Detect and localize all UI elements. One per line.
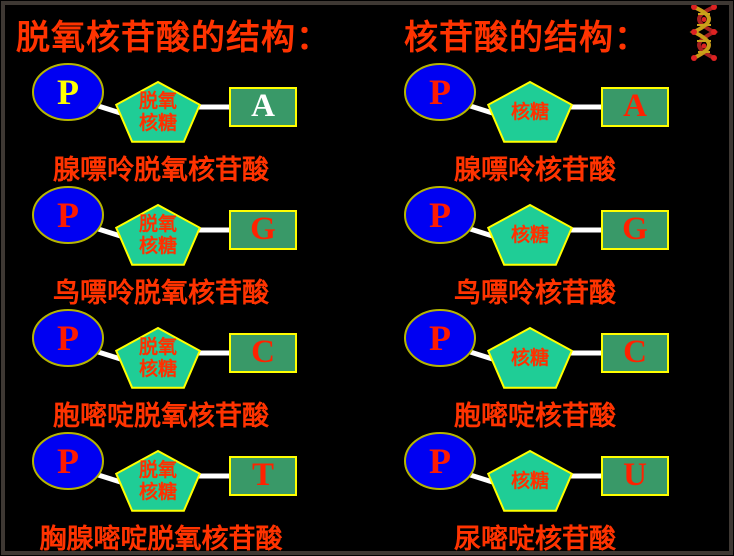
phosphate-label: P — [429, 195, 451, 235]
nucleotide-unit-rc: P 核糖 C 胞嘧啶核苷酸 — [400, 306, 730, 431]
nucleotide-caption: 胞嘧啶核苷酸 — [454, 401, 616, 431]
sugar-label: 核糖 — [510, 102, 549, 124]
nucleotide-unit-dc: P 脱氧 核糖 C 胞嘧啶脱氧核苷酸 — [28, 306, 358, 431]
nucleotide-unit-da: P 脱氧 核糖 A 腺嘌呤脱氧核苷酸 — [28, 60, 358, 185]
title-ribonucleotide: 核苷酸的结构： — [404, 20, 649, 57]
nucleotide-caption: 胞嘧啶脱氧核苷酸 — [53, 401, 269, 431]
phosphate-label: P — [57, 72, 79, 112]
phosphate-label: P — [429, 441, 451, 481]
nucleotide-caption: 胸腺嘧啶脱氧核苷酸 — [39, 524, 283, 554]
sugar-label: 核糖 — [510, 225, 549, 247]
nucleotide-caption: 鸟嘌呤脱氧核苷酸 — [53, 278, 269, 308]
sugar-label: 脱氧 核糖 — [138, 214, 177, 257]
phosphate-label: P — [57, 195, 79, 235]
base-letter: A — [623, 87, 647, 124]
base-letter: G — [622, 210, 648, 247]
nucleotide-unit-dt: P 脱氧 核糖 T 胸腺嘧啶脱氧核苷酸 — [28, 429, 358, 554]
phosphate-label: P — [429, 318, 451, 358]
base-letter: T — [251, 456, 274, 493]
sugar-label: 核糖 — [510, 471, 549, 493]
title-deoxyribonucleotide: 脱氧核苷酸的结构： — [16, 20, 331, 57]
phosphate-label: P — [429, 72, 451, 112]
base-letter: A — [251, 87, 275, 124]
base-letter: U — [623, 456, 647, 493]
sugar-label: 脱氧 核糖 — [138, 91, 177, 134]
nucleotide-caption: 腺嘌呤脱氧核苷酸 — [53, 155, 269, 185]
nucleotide-caption: 鸟嘌呤核苷酸 — [454, 278, 616, 308]
dna-helix-icon — [689, 5, 719, 61]
sugar-label: 核糖 — [510, 348, 549, 370]
sugar-label: 脱氧 核糖 — [138, 460, 177, 503]
base-letter: C — [623, 333, 647, 370]
nucleotide-caption: 尿嘧啶核苷酸 — [454, 524, 616, 554]
nucleotide-unit-dg: P 脱氧 核糖 G 鸟嘌呤脱氧核苷酸 — [28, 183, 358, 308]
base-letter: C — [251, 333, 275, 370]
phosphate-label: P — [57, 441, 79, 481]
base-letter: G — [250, 210, 276, 247]
nucleotide-unit-ru: P 核糖 U 尿嘧啶核苷酸 — [400, 429, 730, 554]
sugar-label: 脱氧 核糖 — [138, 337, 177, 380]
nucleotide-caption: 腺嘌呤核苷酸 — [454, 155, 616, 185]
nucleotide-unit-ra: P 核糖 A 腺嘌呤核苷酸 — [400, 60, 730, 185]
phosphate-label: P — [57, 318, 79, 358]
nucleotide-unit-rg: P 核糖 G 鸟嘌呤核苷酸 — [400, 183, 730, 308]
